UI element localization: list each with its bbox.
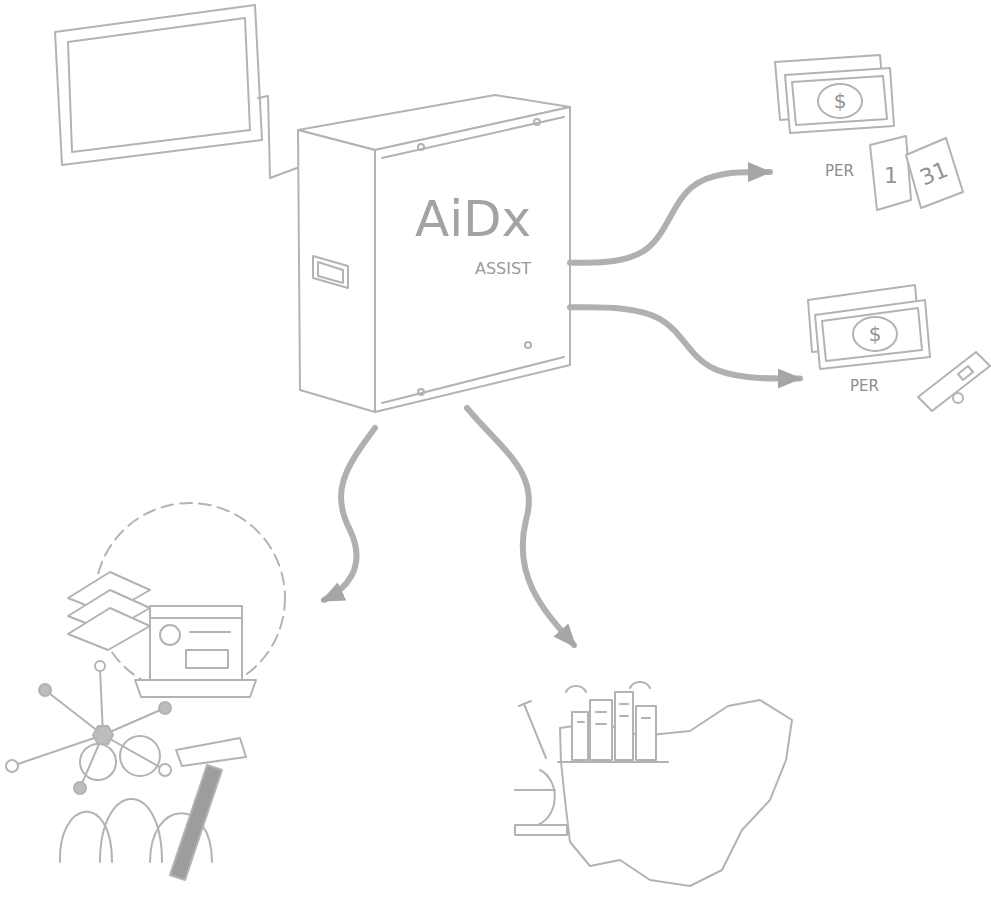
nigeria-map-illustration-part [515,825,567,835]
monitor-icon [55,5,297,178]
nigeria-map-illustration-part [558,761,668,763]
nigeria-map-illustration-part [572,712,588,760]
community-illustration-part [170,765,222,880]
community-illustration-part [160,625,180,645]
nigeria-map-illustration-part [524,704,546,758]
calendar-number: 1 [884,165,898,187]
device-box-part [375,107,570,412]
community-illustration-part [15,668,165,788]
community-illustration-part [150,606,242,680]
flow-arrow [324,408,574,645]
flow-arrow-part [324,428,375,600]
nigeria-map-illustration [515,682,792,886]
community-illustration [6,503,285,880]
flow-arrow [570,307,800,378]
money-slide-icon-part [958,366,973,380]
device-box-part [313,256,348,288]
device-box-part [534,119,540,125]
nigeria-map-illustration-part [578,704,650,724]
per-label: PER [850,378,879,395]
community-illustration-part [74,782,86,794]
money-calendar-icon-part [906,138,963,208]
nigeria-map-illustration-part [566,682,650,692]
monitor-icon-part [55,5,262,165]
community-illustration-part [60,812,112,862]
money-slide-icon-part [953,393,963,403]
device-logo-box: AiDxASSIST [375,150,570,412]
community-illustration-part [68,608,150,650]
logo-text: AiDx [415,192,531,247]
device-box-part [318,262,343,283]
money-calendar-icon-part [792,76,887,125]
nigeria-map-illustration-part [538,770,555,825]
cost-per-test-group: PER [800,280,990,415]
money-slide-icon-part [918,352,990,411]
community-illustration-part [39,684,51,696]
flow-arrow-part [467,408,574,645]
dollar-sign: $ [834,91,847,111]
nigeria-map-illustration-part [519,701,531,706]
dollar-sign: $ [869,324,882,344]
money-slide-icon-part [853,317,897,351]
community-illustration-part [6,760,18,772]
community-illustration-part [95,661,105,671]
community-illustration-part [190,631,230,633]
device-box [298,95,570,412]
monitor-icon-part [258,96,297,178]
community-illustration-part [186,650,228,668]
money-calendar-icon-part [818,84,862,118]
nigeria-map-illustration-part [515,789,555,791]
device-box-part [298,130,375,412]
community-illustration-part [159,702,171,714]
nigeria-map-illustration-part [560,700,792,886]
logo-subtitle: ASSIST [475,260,531,278]
per-label: PER [825,163,854,180]
device-box-part [525,342,531,348]
monitor-icon-part [68,18,250,152]
device-box-part [418,144,424,150]
community-illustration-part [80,744,116,780]
money-slide-icon-part [822,308,922,361]
flow-arrow [570,172,770,263]
nigeria-map-illustration-part [590,700,612,760]
money-calendar-icon [775,55,963,210]
cost-per-day-group: PER [770,50,965,215]
community-illustration-part [150,617,242,619]
money-calendar-icon-part [785,68,894,133]
community-illustration-part [120,736,160,776]
money-calendar-icon-part [870,136,911,210]
device-box-part [382,117,564,158]
device-box-part [382,357,564,403]
money-slide-icon [808,285,990,411]
device-box-part [418,389,424,395]
community-illustration-part [176,738,246,766]
community-illustration-part [135,680,256,697]
community-illustration-part [100,799,162,862]
community-illustration-part [159,764,171,776]
money-slide-icon-part [815,300,930,369]
nigeria-map-illustration-part [615,692,633,760]
nigeria-map-illustration-part [636,706,656,760]
community-illustration-part [93,726,113,744]
